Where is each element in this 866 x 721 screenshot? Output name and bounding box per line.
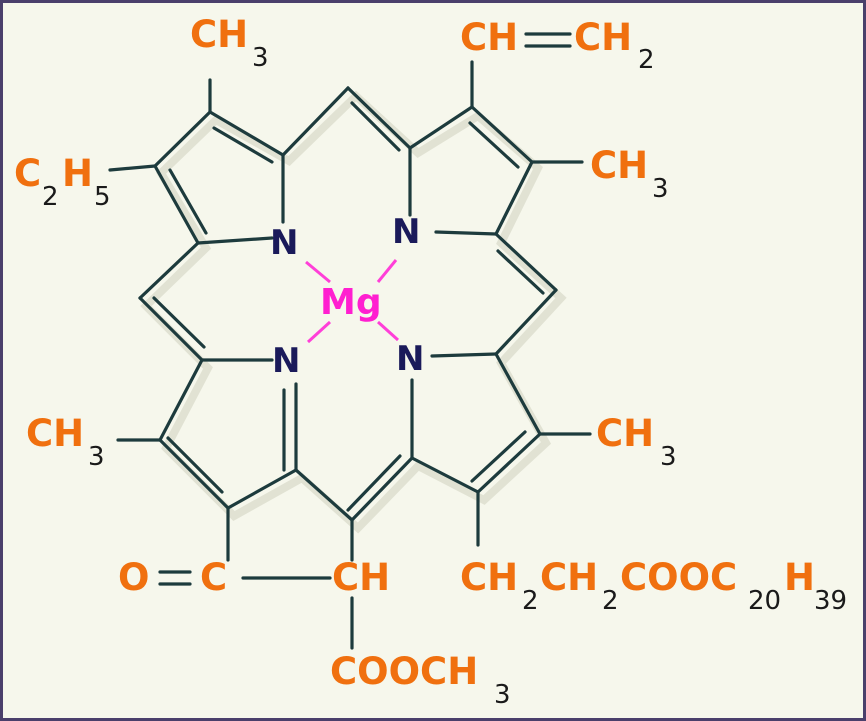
substituent-ch: CH (332, 556, 390, 599)
nitrogen-bottom-left: N (272, 341, 300, 381)
substituent-right-lower-ch3: CH 3 (596, 412, 677, 472)
substituent-phytyl-chain: CH 2 CH 2 COOC 20 H 39 (460, 556, 847, 616)
svg-text:CH: CH (190, 13, 248, 56)
substituent-cooch3: COOCH 3 (330, 650, 511, 710)
svg-text:5: 5 (94, 182, 111, 212)
mg-coordination-bonds (305, 259, 400, 344)
svg-text:39: 39 (814, 586, 847, 616)
nitrogen-top-right: N (392, 212, 420, 252)
svg-text:H: H (62, 152, 93, 195)
substituent-vinyl: CH CH 2 (460, 16, 655, 75)
bonds (108, 32, 592, 650)
substituent-right-upper-ch3: CH 3 (590, 144, 669, 204)
svg-text:COOCH: COOCH (330, 650, 478, 693)
svg-text:2: 2 (522, 586, 539, 616)
svg-text:3: 3 (252, 43, 269, 73)
svg-text:CH: CH (460, 16, 518, 59)
svg-text:3: 3 (652, 174, 669, 204)
svg-text:H: H (784, 556, 815, 599)
svg-text:2: 2 (602, 586, 619, 616)
svg-text:3: 3 (88, 442, 105, 472)
svg-text:CH: CH (574, 16, 632, 59)
substituent-keto: O C (118, 556, 227, 599)
svg-text:CH: CH (590, 144, 648, 187)
svg-text:CH: CH (26, 412, 84, 455)
substituent-left-lower-ch3: CH 3 (26, 412, 105, 472)
svg-text:CH: CH (540, 556, 598, 599)
nitrogen-bottom-right: N (396, 339, 424, 379)
magnesium-atom: Mg (320, 282, 382, 323)
svg-text:2: 2 (42, 182, 59, 212)
svg-text:20: 20 (748, 586, 781, 616)
substituent-top-left-ch3: CH 3 (190, 13, 269, 73)
nitrogen-top-left: N (270, 223, 298, 263)
svg-text:O: O (118, 556, 149, 599)
svg-text:3: 3 (660, 442, 677, 472)
svg-text:CH: CH (460, 556, 518, 599)
svg-text:C: C (14, 152, 41, 195)
svg-text:COOC: COOC (620, 556, 737, 599)
substituent-ethyl: C 2 H 5 (14, 152, 111, 212)
svg-text:C: C (200, 556, 227, 599)
svg-text:3: 3 (494, 680, 511, 710)
svg-text:2: 2 (638, 45, 655, 75)
svg-text:CH: CH (596, 412, 654, 455)
